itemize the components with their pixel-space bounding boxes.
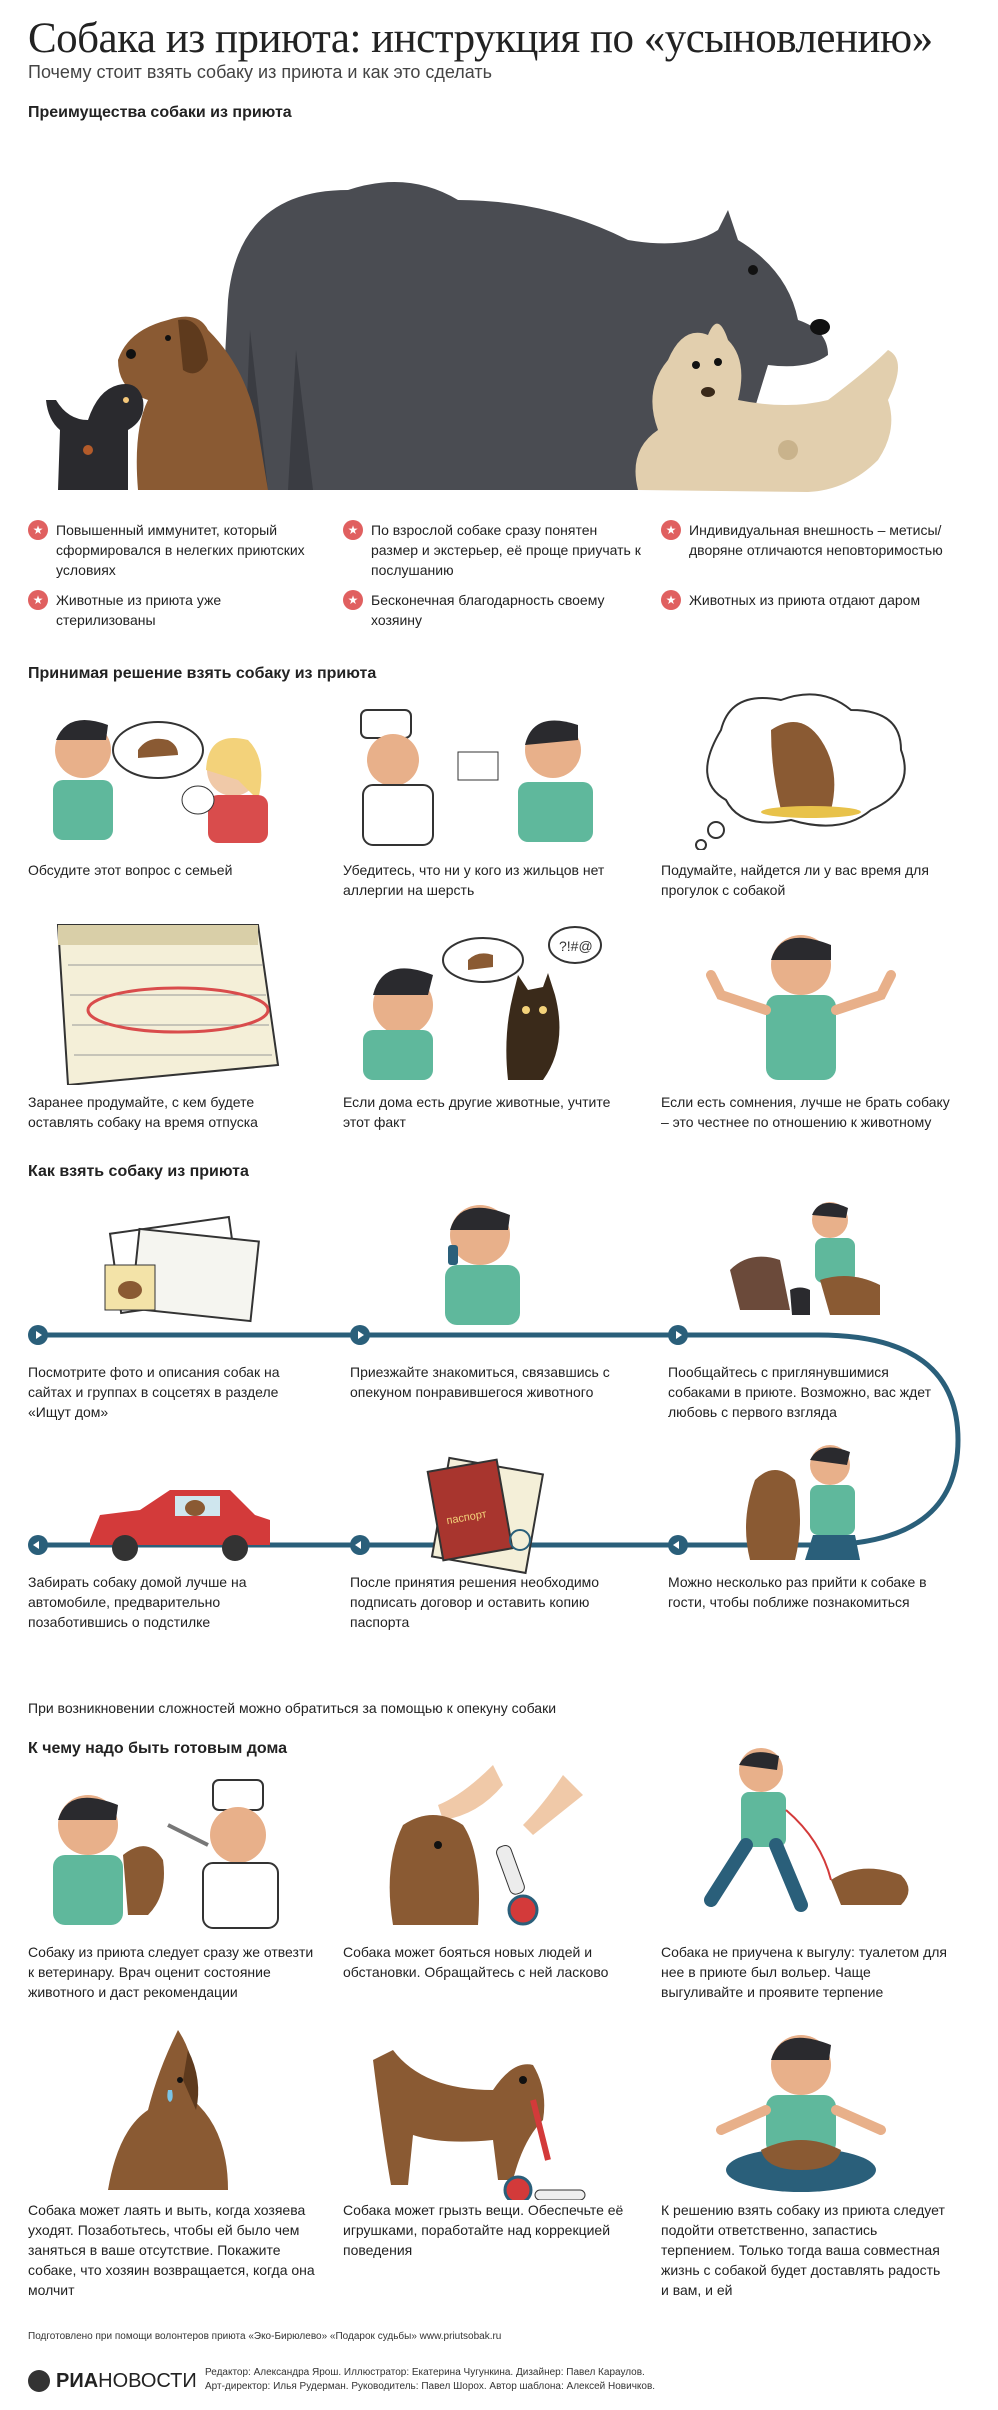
howto-step: Пообщайтесь с приглянувшимися собаками в… [668,1364,932,1420]
hero-dogs-illustration [46,182,898,492]
howto-heading: Как взять собаку из приюта [28,1163,249,1180]
photos-illustration [104,1215,260,1323]
walk-dog-illustration [704,1748,909,1912]
timeline-step-node [668,1535,688,1555]
car-illustration [90,1490,270,1561]
chewing-dog-illustration [373,2050,586,2200]
howto-note: При возникновении сложностей можно обрат… [28,1700,557,1716]
family-talk-illustration [53,720,268,843]
decision-item: Подумайте, найдется ли у вас время для п… [661,862,929,898]
timeline-path [38,1332,961,1548]
howto-step: Забирать собаку домой лучше на автомобил… [28,1574,247,1630]
decision-item: Если дома есть другие животные, учтите э… [343,1094,611,1130]
star-icon: ★ [343,520,363,540]
calendar-illustration [56,924,280,1085]
timeline-step-node [668,1325,688,1345]
ready-item: Собака не приучена к выгулу: туалетом дл… [661,1944,947,2000]
credits-line-2: Арт-директор: Илья Рудерман. Руководител… [205,2381,656,2392]
howling-dog-illustration [108,2030,228,2190]
ria-logo: РИА НОВОСТИ [28,2366,198,2396]
advantages-heading: Преимущества собаки из приюта [28,104,292,121]
scared-dog-illustration [389,1765,583,1926]
timeline-step-node [28,1535,48,1555]
timeline-step-node [350,1325,370,1345]
ready-item: Собаку из приюта следует сразу же отвезт… [28,1944,314,2000]
howto-step: После принятия решения необходимо подпис… [350,1574,600,1630]
decision-item: Убедитесь, что ни у кого из жильцов нет … [343,862,605,898]
decision-item: Обсудите этот вопрос с семьей [28,862,233,878]
star-icon: ★ [28,590,48,610]
ready-item: Собака может бояться новых людей и обста… [343,1944,609,1980]
page-title: Собака из приюта: инструкция по «усыновл… [28,15,933,62]
thinking-dog-illustration [695,693,906,850]
timeline-step-node [350,1535,370,1555]
star-icon: ★ [343,590,363,610]
decision-item: Если есть сомнения, лучше не брать собак… [661,1094,950,1130]
advantage-item: Животных из приюта отдают даром [689,592,921,608]
howto-step: Можно несколько раз прийти к собаке в го… [668,1574,927,1610]
passport-illustration: паспорт [426,1456,545,1575]
meditating-owner-illustration [716,2035,886,2192]
page-subtitle: Почему стоит взять собаку из приюта и ка… [28,62,493,82]
advantage-item: Повышенный иммунитет, который сформирова… [56,522,305,578]
doubt-illustration [706,935,896,1080]
howto-step: Посмотрите фото и описания собак на сайт… [28,1364,280,1420]
credits-line-1: Редактор: Александра Ярош. Иллюстратор: … [205,2367,645,2378]
speech-bubble-text: ?!#@ [559,938,593,954]
star-icon: ★ [28,520,48,540]
vet-illustration [53,1779,279,1929]
doctor-allergy-illustration [360,709,593,846]
star-icon: ★ [661,590,681,610]
advantage-item: Индивидуальная внешность – метисы/дворян… [689,522,943,558]
ready-item: Собака может грызть вещи. Обеспечьте её … [343,2202,624,2258]
visit-dog-illustration [746,1445,860,1560]
logo-light-text: НОВОСТИ [98,2369,197,2392]
ready-heading: К чему надо быть готовым дома [28,1740,288,1757]
decision-item: Заранее продумайте, с кем будете оставля… [28,1094,258,1130]
advantage-item: Животные из приюта уже стерилизованы [56,592,222,628]
logo-mark-icon [28,2370,50,2392]
source-note: Подготовлено при помощи волонтеров приют… [28,2331,502,2342]
timeline-step-node [28,1325,48,1345]
meet-dogs-illustration [730,1202,880,1315]
advantage-item: Бесконечная благодарность своему хозяину [371,592,605,628]
phone-call-illustration [445,1205,520,1325]
decision-heading: Принимая решение взять собаку из приюта [28,665,377,682]
logo-bold-text: РИА [56,2369,99,2392]
star-icon: ★ [661,520,681,540]
ready-item: К решению взять собаку из приюта следует… [661,2202,945,2298]
howto-step: Приезжайте знакомиться, связавшись с опе… [350,1364,610,1400]
other-pets-illustration: ?!#@ [363,926,602,1080]
advantage-item: По взрослой собаке сразу понятен размер … [371,522,641,578]
ready-item: Собака может лаять и выть, когда хозяева… [28,2202,315,2298]
